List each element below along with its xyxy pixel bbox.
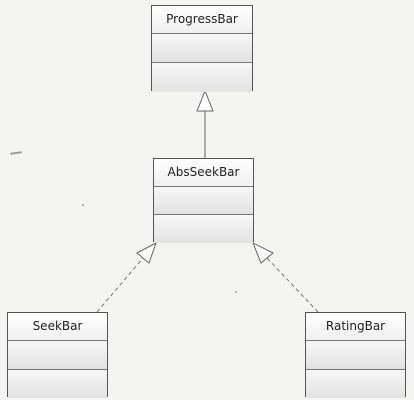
realization-arrowhead-seekbar [136, 241, 157, 264]
class-box-ratingbar[interactable]: RatingBar [305, 312, 406, 398]
class-box-seekbar[interactable]: SeekBar [7, 312, 108, 398]
methods-section-ratingbar [306, 370, 405, 398]
class-box-progressbar[interactable]: ProgressBar [151, 5, 253, 92]
class-name-absseekbar: AbsSeekBar [154, 159, 253, 187]
scan-speck [235, 291, 237, 293]
attributes-section-progressbar [152, 34, 252, 63]
realization-line-seekbar-absseekbar [96, 257, 144, 313]
realization-line-ratingbar-absseekbar [266, 257, 319, 313]
methods-section-seekbar [8, 370, 107, 398]
attributes-section-seekbar [8, 341, 107, 370]
attributes-section-ratingbar [306, 341, 405, 370]
realization-arrowhead-ratingbar [252, 241, 274, 264]
attributes-section-absseekbar [154, 187, 253, 215]
class-name-ratingbar: RatingBar [306, 313, 405, 341]
class-name-progressbar: ProgressBar [152, 6, 252, 34]
class-name-seekbar: SeekBar [8, 313, 107, 341]
methods-section-progressbar [152, 63, 252, 92]
inheritance-arrowhead-progressbar [196, 89, 214, 112]
methods-section-absseekbar [154, 215, 253, 243]
class-box-absseekbar[interactable]: AbsSeekBar [153, 158, 254, 243]
scan-speck [82, 204, 84, 206]
